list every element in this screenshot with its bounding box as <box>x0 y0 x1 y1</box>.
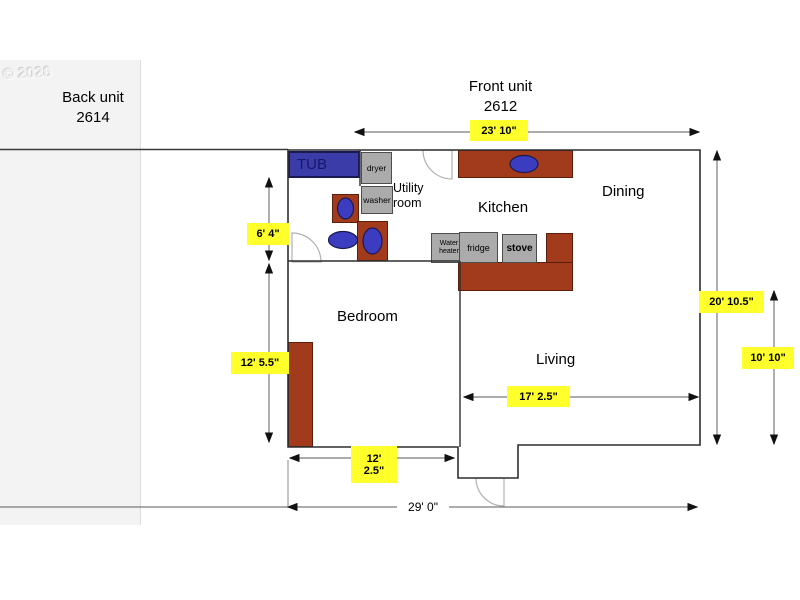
dimension-bedroom-width-line2: 2.5" <box>363 464 385 477</box>
stove-appliance: stove <box>502 234 537 263</box>
dimension-living-width: 17' 2.5" <box>507 386 570 407</box>
utility-room-label-line1: Utility <box>393 181 424 195</box>
bathtub: TUB <box>288 151 360 178</box>
back-unit-number: 2614 <box>76 109 110 126</box>
kitchen-counter-lower <box>458 262 573 291</box>
toilet-fixture <box>332 194 359 223</box>
bathroom-door-arc <box>291 232 322 263</box>
dimension-top-width: 23' 10" <box>470 120 528 141</box>
front-unit-number: 2612 <box>483 98 518 115</box>
back-unit-name: Back unit <box>62 89 124 106</box>
back-unit-region <box>0 60 141 525</box>
entry-door-arc <box>475 477 505 507</box>
bedroom-label: Bedroom <box>337 308 398 325</box>
dimension-total-width: 29' 0" <box>397 498 449 515</box>
bathroom-sink-fixture <box>357 221 388 261</box>
kitchen-counter-top <box>458 150 573 178</box>
washer-appliance: washer <box>361 186 393 214</box>
front-unit-name: Front unit <box>468 78 533 95</box>
dimension-bedroom-height: 12' 5.5" <box>231 352 289 374</box>
utility-door-arc <box>422 149 453 180</box>
utility-room-label: Utility room <box>393 181 447 211</box>
dimension-right-height: 20' 10.5" <box>699 291 764 313</box>
front-unit-title: Front unit 2612 <box>448 77 553 117</box>
water-heater-label-line1: Water <box>439 240 459 247</box>
utility-room-label-line2: room <box>393 196 422 210</box>
fridge-appliance: fridge <box>459 232 498 263</box>
kitchen-counter-right <box>546 233 573 263</box>
back-unit-title: Back unit 2614 <box>38 88 148 128</box>
dining-label: Dining <box>602 183 645 200</box>
water-heater-label-line2: heater <box>439 248 459 255</box>
dimension-bedroom-width: 12' 2.5" <box>351 446 397 483</box>
kitchen-label: Kitchen <box>478 199 529 216</box>
bedroom-wall-segment <box>288 342 313 447</box>
dryer-appliance: dryer <box>361 152 392 184</box>
living-label: Living <box>536 351 576 368</box>
dimension-bedroom-width-line1: 12' <box>366 452 382 465</box>
copyright-watermark: © 2026 <box>2 63 53 84</box>
vanity-sink-oval <box>327 230 359 250</box>
dimension-bath-height: 6' 4" <box>247 223 289 245</box>
dimension-living-height: 10' 10" <box>742 347 794 369</box>
